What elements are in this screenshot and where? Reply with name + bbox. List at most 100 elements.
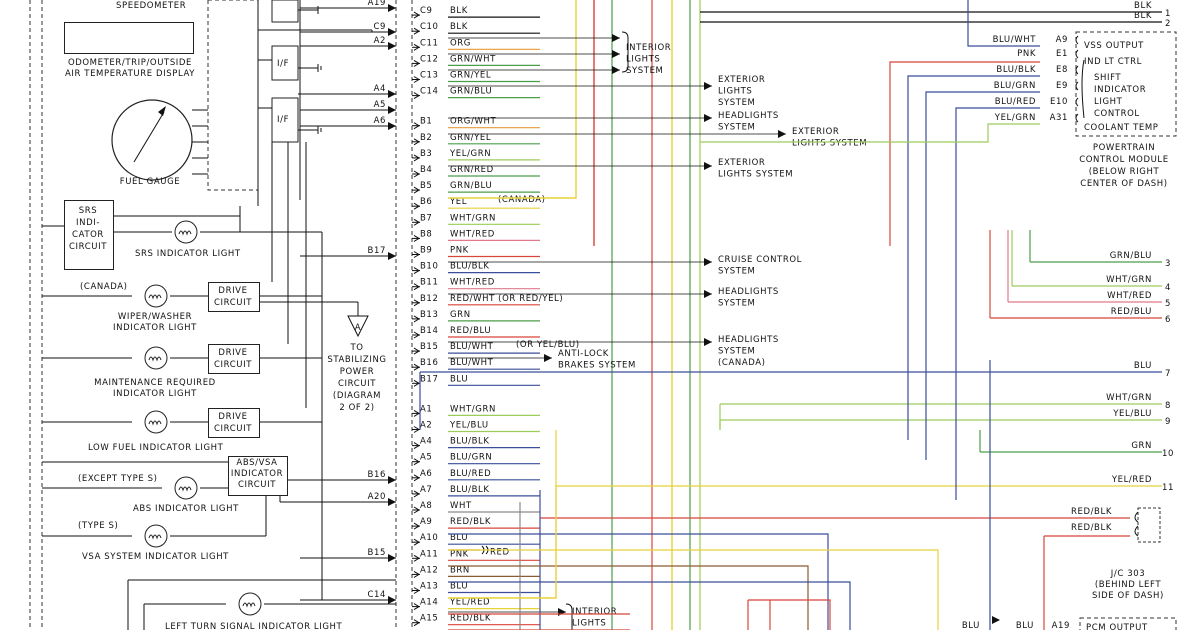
right-output-label-1: BLK	[1134, 1, 1152, 11]
pcm-pin-a31: A31	[1050, 113, 1068, 123]
destination-interior1-line1: LIGHTS	[626, 55, 660, 65]
connector-wire-color-a7: BLU/BLK	[450, 485, 490, 495]
cluster-pin-arrow-A5	[388, 106, 396, 114]
destination-arrow-icon-exterior2-0	[778, 130, 786, 138]
pcm-title: POWERTRAIN CONTROL MODULE (BELOW RIGHT C…	[1066, 142, 1182, 190]
connector-pin-a8: A8	[420, 501, 432, 511]
bottom-red-loop	[748, 600, 830, 630]
connector-wire-color-b8: WHT/RED	[450, 229, 495, 239]
connector-wire-color-a14: YEL/RED	[449, 598, 490, 608]
right-output-number-5: 5	[1165, 299, 1171, 309]
connector-wire-color-a1: WHT/GRN	[450, 404, 496, 414]
right-output-label-7: BLU	[1134, 361, 1152, 371]
wiper-washer-light-label: WIPER/WASHER INDICATOR LIGHT	[95, 312, 215, 334]
pcm-wire-e8: BLU/BLK	[996, 65, 1036, 75]
connector-pin-a6: A6	[420, 469, 432, 479]
right-output-number-4: 4	[1165, 283, 1171, 293]
cluster-pin-arrow-B15	[388, 554, 396, 562]
connector-wire-color-b9: PNK	[450, 246, 469, 256]
pcm-wire-shift	[908, 76, 1040, 440]
connector-wire-color-c12: GRN/WHT	[450, 54, 496, 64]
drive-circuit-label-2: DRIVE CIRCUIT	[208, 347, 258, 371]
connector-wire-color-b7: WHT/GRN	[450, 213, 496, 223]
maintenance-light-label: MAINTENANCE REQUIRED INDICATOR LIGHT	[80, 378, 230, 400]
if-label-2: I/F	[277, 59, 289, 69]
connector-pin-b11: B11	[420, 278, 438, 288]
pcm-pin-e9: E9	[1056, 81, 1068, 91]
srs-indicator-light-label: SRS INDICATOR LIGHT	[135, 249, 241, 259]
jc303-title: J/C 303 (BEHIND LEFT SIDE OF DASH)	[1080, 569, 1176, 602]
right-output-number-3: 3	[1165, 259, 1171, 269]
connector-pin-b6: B6	[420, 197, 432, 207]
pcm-func-indicator: INDICATOR	[1094, 85, 1146, 95]
connector-pin-c9: C9	[420, 6, 433, 16]
connector-wire-color-a9: RED/BLK	[450, 517, 491, 527]
destination-arrow-icon-interior1-1	[612, 50, 620, 58]
destination-exterior2-line1: LIGHTS SYSTEM	[792, 139, 867, 149]
abs-vsa-indicator-circuit-label: ABS/VSA INDICATOR CIRCUIT	[228, 458, 286, 491]
connector-pin-b7: B7	[420, 213, 432, 223]
connector-wire-color-c13: GRN/YEL	[450, 71, 491, 81]
right-output-number-7: 7	[1165, 369, 1171, 379]
right-output-label-4: WHT/GRN	[1106, 275, 1152, 285]
cluster-pin-arrow-C14	[388, 596, 396, 604]
bottom-blu-2: BLU	[1016, 621, 1034, 630]
connector-pin-b9: B9	[420, 246, 432, 256]
destination-interior2-line1: LIGHTS	[572, 619, 606, 629]
fuel-gauge-label: FUEL GAUGE	[110, 177, 190, 187]
if-label-3: I/F	[277, 115, 289, 125]
abs-indicator-light-label: ABS INDICATOR LIGHT	[133, 504, 239, 514]
connector-wire-color-c14: GRN/BLU	[450, 87, 492, 97]
connector-note-b6: (CANADA)	[498, 195, 546, 205]
connector-wire-color-a8: WHT	[450, 501, 472, 511]
destination-arrow-icon-interior2-0	[558, 608, 566, 616]
destination-arrow-icon-exterior1-0	[704, 82, 712, 90]
connector-wire-color-a4: BLU/BLK	[450, 437, 490, 447]
right-output-number-11: 11	[1162, 483, 1174, 493]
connector-wire-color-b4: GRN/RED	[450, 165, 494, 175]
jc303-wire-2: RED/BLK	[1071, 523, 1112, 533]
bottom-module-label: PCM OUTPUT	[1086, 623, 1148, 630]
connector-wire-color-a10: BLU	[450, 533, 468, 543]
connector-pin-c11: C11	[420, 38, 439, 48]
right-output-label-5: WHT/RED	[1107, 291, 1152, 301]
type-s-note: (TYPE S)	[78, 521, 118, 531]
connector-wire-color-b14: RED/BLU	[450, 326, 491, 336]
connector-wire-color-b10: BLU/BLK	[450, 262, 490, 272]
cluster-pin-B17: B17	[368, 246, 386, 256]
connector-pin-c12: C12	[420, 54, 439, 64]
connector-pin-a10: A10	[420, 533, 438, 543]
bottom-pin-a19: A19	[1052, 621, 1070, 630]
connector-wire-color-b11: WHT/RED	[450, 278, 495, 288]
cluster-pin-arrow-A2	[388, 42, 396, 50]
connector-pin-a7: A7	[420, 485, 432, 495]
connector-pin-a12: A12	[420, 565, 438, 575]
if-box-1	[272, 0, 298, 22]
stabilizing-power-circuit-label: TO STABILIZING POWER CIRCUIT (DIAGRAM 2 …	[322, 342, 392, 414]
connector-wire-color-b12: RED/WHT (OR RED/YEL)	[450, 294, 563, 304]
drive-circuit-label-3: DRIVE CIRCUIT	[208, 411, 258, 435]
connector-wire-color-a6: BLU/RED	[450, 469, 491, 479]
connector-wire-color-b13: GRN	[450, 310, 471, 320]
destination-arrow-icon-headlights3-0	[704, 338, 712, 346]
right-output-number-1: 1	[1165, 9, 1171, 19]
pcm-pin-e10: E10	[1050, 97, 1068, 107]
cluster-pin-arrow-B17	[388, 252, 396, 260]
connector-wire-color-b5: GRN/BLU	[450, 181, 492, 191]
right-output-label-11: YEL/RED	[1111, 475, 1152, 485]
connector-pin-a2: A2	[420, 421, 432, 431]
cluster-pin-A4: A4	[374, 84, 386, 94]
connector-wire-color-a11: PNK	[450, 549, 469, 559]
cluster-pin-arrow-A4	[388, 90, 396, 98]
right-output-number-9: 9	[1165, 417, 1171, 427]
destination-exterior3-line1: LIGHTS SYSTEM	[718, 170, 793, 180]
cluster-pin-arrow-A6	[388, 122, 396, 130]
connector-wire-color-c10: BLK	[450, 22, 468, 32]
connector-wire-color-a15: RED/BLK	[450, 614, 491, 624]
destination-interior1-line0: INTERIOR	[626, 43, 671, 53]
connector-pin-a11: A11	[420, 549, 438, 559]
connector-pin-b3: B3	[420, 149, 432, 159]
drive-circuit-label-1: DRIVE CIRCUIT	[208, 285, 258, 309]
connector-wire-color-a2: YEL/BLU	[449, 421, 489, 431]
right-output-number-8: 8	[1165, 401, 1171, 411]
